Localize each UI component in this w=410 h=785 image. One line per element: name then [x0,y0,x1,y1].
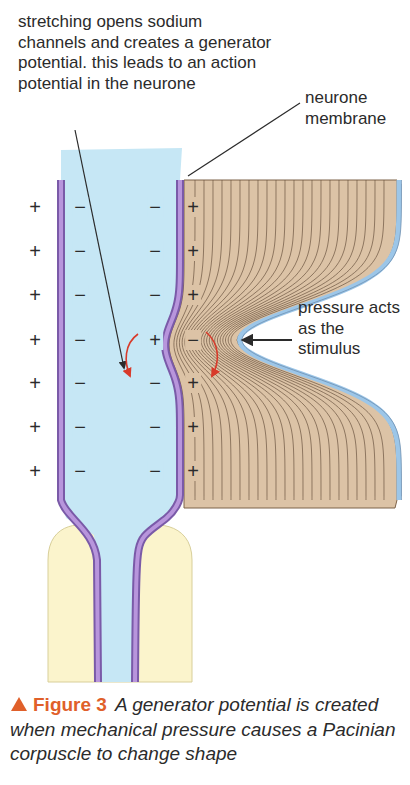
charge-sign: − [147,373,163,393]
charge-sign: + [185,461,201,481]
lamellae [169,180,401,508]
charge-sign: + [185,373,201,393]
charge-sign: − [147,241,163,261]
neurone-membrane [61,180,98,682]
structure-label: neurone membrane [305,88,407,129]
annotation-text: stretching opens sodium channels and cre… [18,12,273,95]
charge-sign: + [27,461,43,481]
charge-sign: + [185,241,201,261]
charge-sign: − [147,197,163,217]
lamella-line [185,180,231,500]
charge-sign: − [72,197,88,217]
lamella-line [207,180,303,500]
charge-sign: + [147,330,163,350]
charge-sign: + [27,285,43,305]
neurone-membrane [135,180,180,682]
corpuscle-body [169,180,397,508]
axon-fluid [61,148,182,682]
charge-sign: + [185,417,201,437]
ion-flow-arrow [206,332,217,376]
charge-sign: − [72,330,88,350]
leader-line [188,103,300,176]
charge-sign: − [185,330,201,350]
caption-triangle [10,696,28,712]
figure-number: Figure 3 [33,694,107,715]
figure-caption-block: Figure 3A generator potential is created… [10,693,402,767]
ion-flow-arrow [126,334,138,376]
charge-sign: − [72,241,88,261]
charge-sign: − [147,285,163,305]
charge-sign: − [72,285,88,305]
charge-sign: + [27,373,43,393]
lamella-line [179,180,213,500]
neurone-membrane [135,180,180,682]
pressure-arrow [243,339,292,341]
charge-sign: − [72,461,88,481]
charge-sign: − [72,417,88,437]
charge-sign: − [147,461,163,481]
charge-sign: + [27,197,43,217]
charge-sign: + [27,330,43,350]
lamella-line [209,180,312,500]
charge-sign: + [27,417,43,437]
charge-sign: − [72,373,88,393]
stimulus-label: pressure acts as the stimulus [298,298,404,360]
charge-sign: + [27,241,43,261]
lamella-line [182,180,222,500]
charge-sign: − [147,417,163,437]
charge-sign: + [185,197,201,217]
charge-sign: + [185,285,201,305]
neurone-membrane [61,180,98,682]
